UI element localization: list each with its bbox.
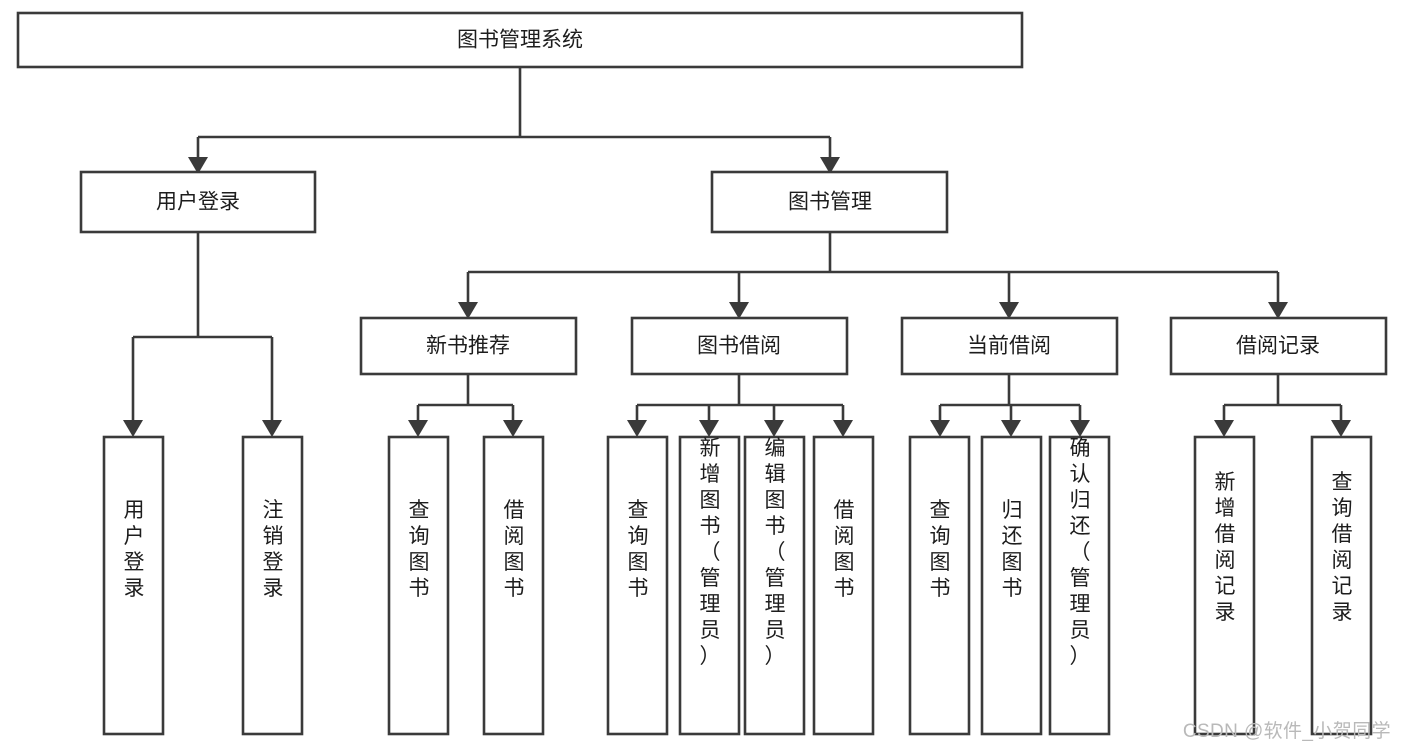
edges-user-login-to-leaves xyxy=(123,232,282,437)
arrowhead-leaf-user-login xyxy=(123,420,143,437)
node-leaf-borrow-book-1-label: 借阅图书 xyxy=(504,499,525,600)
node-leaf-return-book-box[interactable] xyxy=(980,435,1043,736)
node-leaf-query-book-1-box[interactable] xyxy=(387,435,450,736)
node-book-management-box[interactable] xyxy=(710,170,949,234)
node-root-label: 图书管理系统 xyxy=(457,29,583,52)
edges-borrow-record-to-leaves xyxy=(1214,374,1351,437)
node-leaf-borrow-book-2-box[interactable] xyxy=(812,435,875,736)
node-user-login[interactable]: 用户登录 xyxy=(79,170,317,234)
node-leaf-query-record-box[interactable] xyxy=(1310,435,1373,736)
arrowhead-book-borrow xyxy=(729,302,749,319)
arrowhead-leaf-borrow-book-1 xyxy=(503,420,523,437)
node-leaf-query-book-3-box[interactable] xyxy=(908,435,971,736)
node-book-borrow-box[interactable] xyxy=(630,316,849,376)
node-book-borrow-label: 图书借阅 xyxy=(697,335,781,358)
node-leaf-add-record-label: 新增借阅记录 xyxy=(1215,471,1236,624)
node-leaf-return-book[interactable]: 归还图书 xyxy=(980,435,1043,736)
arrowhead-book-management xyxy=(820,157,840,174)
arrowhead-new-book-recommend xyxy=(458,302,478,319)
node-leaf-edit-book-label: 编辑图书（管理员） xyxy=(765,437,786,668)
node-leaf-query-book-3[interactable]: 查询图书 xyxy=(908,435,971,736)
node-leaf-add-book[interactable]: 新增图书（管理员） xyxy=(678,435,741,736)
node-leaf-logout-login[interactable]: 注销登录 xyxy=(241,435,304,736)
node-new-book-recommend[interactable]: 新书推荐 xyxy=(359,316,578,376)
node-leaf-borrow-book-1[interactable]: 借阅图书 xyxy=(482,435,545,736)
node-current-borrow[interactable]: 当前借阅 xyxy=(900,316,1119,376)
arrowhead-user-login xyxy=(188,157,208,174)
node-leaf-confirm-return-box[interactable] xyxy=(1048,435,1111,736)
node-leaf-add-record[interactable]: 新增借阅记录 xyxy=(1193,435,1256,736)
node-borrow-record-box[interactable] xyxy=(1169,316,1388,376)
node-root[interactable]: 图书管理系统 xyxy=(16,11,1024,69)
node-leaf-logout-login-box[interactable] xyxy=(241,435,304,736)
node-leaf-edit-book-box[interactable] xyxy=(743,435,806,736)
node-root-box[interactable] xyxy=(16,11,1024,69)
arrowhead-leaf-query-book-3 xyxy=(930,420,950,437)
node-leaf-borrow-book-1-box[interactable] xyxy=(482,435,545,736)
node-leaf-add-record-box[interactable] xyxy=(1193,435,1256,736)
node-current-borrow-label: 当前借阅 xyxy=(967,335,1051,358)
edges-root-to-level2 xyxy=(188,67,840,174)
node-book-management-label: 图书管理 xyxy=(788,191,872,214)
node-leaf-confirm-return-label: 确认归还（管理员） xyxy=(1070,437,1091,668)
node-user-login-box[interactable] xyxy=(79,170,317,234)
node-borrow-record-label: 借阅记录 xyxy=(1236,335,1320,358)
edges-current-borrow-to-leaves xyxy=(930,374,1090,437)
node-leaf-borrow-book-2[interactable]: 借阅图书 xyxy=(812,435,875,736)
node-leaf-query-book-1[interactable]: 查询图书 xyxy=(387,435,450,736)
node-leaf-borrow-book-2-label: 借阅图书 xyxy=(834,499,855,600)
node-leaf-query-book-1-label: 查询图书 xyxy=(409,499,430,600)
node-leaf-logout-login-label: 注销登录 xyxy=(263,499,284,600)
edges-new-book-recommend-to-leaves xyxy=(408,374,523,437)
arrowhead-leaf-return-book xyxy=(1001,420,1021,437)
node-user-login-label: 用户登录 xyxy=(156,191,240,214)
node-leaf-user-login-box[interactable] xyxy=(102,435,165,736)
arrowhead-leaf-add-book xyxy=(699,420,719,437)
node-leaf-query-book-3-label: 查询图书 xyxy=(930,499,951,600)
node-current-borrow-box[interactable] xyxy=(900,316,1119,376)
arrowhead-leaf-logout-login xyxy=(262,420,282,437)
node-leaf-query-book-2-label: 查询图书 xyxy=(628,499,649,600)
node-leaf-query-book-2[interactable]: 查询图书 xyxy=(606,435,669,736)
node-book-borrow[interactable]: 图书借阅 xyxy=(630,316,849,376)
node-leaf-edit-book[interactable]: 编辑图书（管理员） xyxy=(743,435,806,736)
arrowhead-leaf-edit-book xyxy=(764,420,784,437)
node-book-management[interactable]: 图书管理 xyxy=(710,170,949,234)
node-leaf-user-login[interactable]: 用户登录 xyxy=(102,435,165,736)
node-new-book-recommend-box[interactable] xyxy=(359,316,578,376)
arrowhead-current-borrow xyxy=(999,302,1019,319)
node-leaf-query-record[interactable]: 查询借阅记录 xyxy=(1310,435,1373,736)
node-leaf-query-book-2-box[interactable] xyxy=(606,435,669,736)
node-leaf-user-login-label: 用户登录 xyxy=(124,499,145,600)
arrowhead-leaf-borrow-book-2 xyxy=(833,420,853,437)
node-leaf-confirm-return[interactable]: 确认归还（管理员） xyxy=(1048,435,1111,736)
arrowhead-leaf-query-book-1 xyxy=(408,420,428,437)
node-leaf-add-book-box[interactable] xyxy=(678,435,741,736)
node-borrow-record[interactable]: 借阅记录 xyxy=(1169,316,1388,376)
arrowhead-leaf-confirm-return xyxy=(1070,420,1090,437)
node-leaf-query-record-label: 查询借阅记录 xyxy=(1332,471,1353,624)
node-leaf-return-book-label: 归还图书 xyxy=(1002,499,1023,600)
arrowhead-borrow-record xyxy=(1268,302,1288,319)
arrowhead-leaf-query-book-2 xyxy=(627,420,647,437)
arrowhead-leaf-query-record xyxy=(1331,420,1351,437)
node-new-book-recommend-label: 新书推荐 xyxy=(426,335,510,358)
edges-book-management-to-level3 xyxy=(458,232,1288,319)
arrowhead-leaf-add-record xyxy=(1214,420,1234,437)
edges-book-borrow-to-leaves xyxy=(627,374,853,437)
node-leaf-add-book-label: 新增图书（管理员） xyxy=(700,437,721,668)
